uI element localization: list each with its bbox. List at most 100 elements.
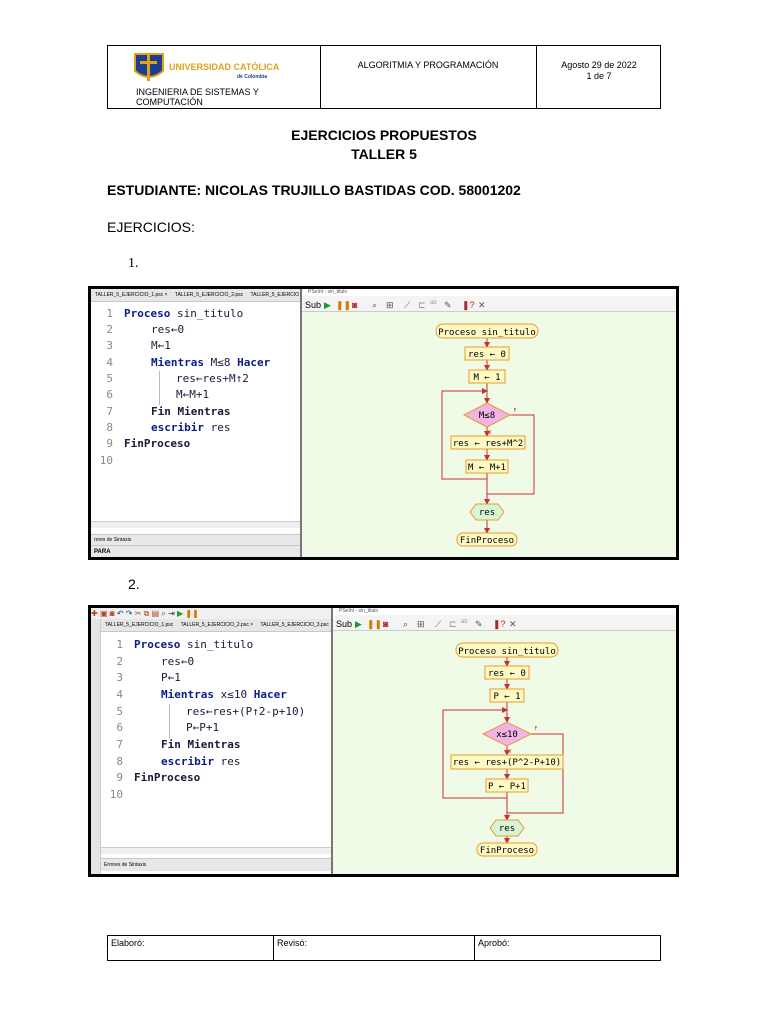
record-icon[interactable]: ◙ bbox=[383, 619, 389, 629]
line-number: 9 bbox=[116, 771, 123, 784]
line-number: 10 bbox=[109, 788, 123, 801]
tab-ejercicio-3[interactable]: TALLER_5_EJERCICIO_3.psc bbox=[260, 622, 329, 628]
tab-ejercicio-3[interactable]: TALLER_5_EJERCIO bbox=[250, 292, 300, 298]
code-line-9: FinProceso bbox=[134, 771, 201, 784]
new-file-icon[interactable]: ✚ bbox=[91, 609, 98, 618]
flow-start-1: Proceso sin_titulo bbox=[438, 328, 536, 338]
code-editor-2: ✚ ▣ ◙ ↶ ↷ ✂ ⧉ ▤ ⌕ ⇥ ▶ ❚❚ TALLER_5_EJERCI… bbox=[91, 608, 331, 874]
line-number: 5 bbox=[106, 372, 113, 385]
style-icon[interactable]: ⊏ bbox=[449, 619, 457, 629]
zoom-icon[interactable]: ⌕ bbox=[403, 619, 409, 629]
flow-assign-p-2: P ← 1 bbox=[493, 692, 520, 702]
code-line-8: escribir res bbox=[161, 755, 241, 768]
record-icon[interactable]: ◙ bbox=[352, 300, 358, 310]
editor-scrollbar-1[interactable] bbox=[91, 521, 300, 528]
help-icon[interactable]: ❚? bbox=[493, 619, 506, 629]
code-line-5: res←res+M↑2 bbox=[176, 372, 249, 385]
code-area-2[interactable]: 1 2 3 4 5 6 7 8 9 10 Proceso sin_titulo … bbox=[101, 638, 331, 838]
style-icon[interactable]: ⊏ bbox=[418, 300, 426, 310]
code-line-2: res←0 bbox=[151, 323, 185, 336]
code-line-3: M←1 bbox=[151, 339, 171, 352]
editor-tabs-1: TALLER_5_EJERCICIO_1.psc × TALLER_5_EJER… bbox=[91, 289, 300, 302]
university-logo: UNIVERSIDAD CATÓLICA de Colombia bbox=[134, 53, 280, 81]
exercise-number-2: 2. bbox=[128, 576, 140, 592]
tab-ejercicio-2[interactable]: TALLER_5_EJERCICIO_2.psc × bbox=[180, 622, 254, 628]
line-number: 2 bbox=[116, 655, 123, 668]
flow-body-2-2: P ← P+1 bbox=[488, 782, 526, 792]
line-number: 8 bbox=[106, 421, 113, 434]
code-line-2: res←0 bbox=[161, 655, 195, 668]
fit-icon[interactable]: ⊞ bbox=[386, 300, 394, 310]
editor-scrollbar-2[interactable] bbox=[101, 847, 331, 854]
close-icon[interactable]: ✕ bbox=[478, 300, 486, 310]
flowchart-toolbar-1: PSeInt - sin_titulo Sub ▶ ❚❚ ◙ ⌕ ⊞ ⟋ ⊏ a… bbox=[302, 289, 676, 312]
header-logo-cell: UNIVERSIDAD CATÓLICA de Colombia INGENIE… bbox=[108, 46, 321, 108]
cut-icon[interactable]: ✂ bbox=[134, 609, 142, 618]
editor-tabs-2: TALLER_5_EJERCICIO_1.psc TALLER_5_EJERCI… bbox=[101, 619, 331, 632]
flow-condition-1: M≤8 bbox=[479, 411, 495, 421]
tab-ejercicio-1[interactable]: TALLER_5_EJERCICIO_1.psc bbox=[105, 622, 174, 628]
zoom-icon[interactable]: ⌕ bbox=[372, 300, 378, 310]
code-line-3: P←1 bbox=[161, 671, 181, 684]
close-icon[interactable]: ✕ bbox=[509, 619, 517, 629]
code-line-6: P←P+1 bbox=[186, 721, 220, 734]
line-number: 3 bbox=[116, 671, 123, 684]
footer-aprobo: Aprobó: bbox=[478, 938, 510, 948]
flowchart-toolbar-2: PSeInt - sin_titulo Sub ▶ ❚❚ ◙ ⌕ ⊞ ⟋ ⊏ a… bbox=[333, 608, 676, 631]
sub-icon[interactable]: Sub bbox=[336, 619, 353, 629]
draw-icon[interactable]: ✎ bbox=[475, 619, 483, 629]
editor-toolbar-2: ✚ ▣ ◙ ↶ ↷ ✂ ⧉ ▤ ⌕ ⇥ ▶ ❚❚ bbox=[91, 608, 331, 619]
line-number: 9 bbox=[106, 437, 113, 450]
step-icon[interactable]: ❚❚ bbox=[336, 300, 352, 310]
undo-icon[interactable]: ↶ bbox=[116, 609, 124, 618]
run-icon[interactable]: ▶ bbox=[324, 300, 331, 310]
run-icon[interactable]: ▶ bbox=[355, 619, 362, 629]
flowchart-pane-1: PSeInt - sin_titulo Sub ▶ ❚❚ ◙ ⌕ ⊞ ⟋ ⊏ a… bbox=[302, 289, 676, 557]
step-icon[interactable]: ❚❚ bbox=[367, 619, 383, 629]
header-date-cell: Agosto 29 de 2022 1 de 7 bbox=[537, 46, 661, 108]
flow-end-2: FinProceso bbox=[480, 846, 534, 856]
layout-icon[interactable]: ⟋ bbox=[435, 619, 442, 629]
run-icon[interactable]: ▶ bbox=[177, 609, 184, 618]
fit-icon[interactable]: ⊞ bbox=[417, 619, 425, 629]
exercise-2-screenshot: ✚ ▣ ◙ ↶ ↷ ✂ ⧉ ▤ ⌕ ⇥ ▶ ❚❚ TALLER_5_EJERCI… bbox=[88, 605, 679, 877]
text-icon[interactable]: ab bbox=[430, 300, 437, 306]
tab-ejercicio-1[interactable]: TALLER_5_EJERCICIO_1.psc × bbox=[95, 292, 168, 298]
save-icon[interactable]: ◙ bbox=[109, 609, 115, 618]
course-name: ALGORITMIA Y PROGRAMACIÓN bbox=[320, 46, 537, 108]
paste-icon[interactable]: ▤ bbox=[151, 609, 160, 618]
flow-start-2: Proceso sin_titulo bbox=[458, 647, 556, 657]
student-line: ESTUDIANTE: NICOLAS TRUJILLO BASTIDAS CO… bbox=[107, 182, 521, 198]
code-line-7: Fin Mientras bbox=[161, 738, 241, 751]
line-number: 4 bbox=[106, 356, 113, 369]
exercise-number-1: 1. bbox=[128, 256, 139, 271]
exercises-heading: EJERCICIOS: bbox=[107, 219, 195, 235]
side-panel-2[interactable] bbox=[91, 619, 101, 874]
find-icon[interactable]: ⌕ bbox=[161, 609, 166, 618]
code-area-1[interactable]: 1 2 3 4 5 6 7 8 9 10 Proceso sin_titulo … bbox=[91, 307, 300, 527]
text-icon[interactable]: ab bbox=[461, 619, 468, 625]
help-icon[interactable]: ❚? bbox=[462, 300, 475, 310]
flow-false-label-1: F bbox=[513, 408, 516, 414]
code-line-7: Fin Mientras bbox=[151, 405, 231, 418]
footer-elaboro: Elaboró: bbox=[108, 936, 274, 960]
flowchart-2: Proceso sin_titulo res ← 0 P ← 1 x≤10 V … bbox=[442, 642, 564, 857]
tab-ejercicio-2[interactable]: TALLER_5_EJERCICIO_2.psc bbox=[174, 292, 244, 298]
line-number: 8 bbox=[116, 755, 123, 768]
open-icon[interactable]: ▣ bbox=[99, 609, 108, 618]
exercise-1-screenshot: TALLER_5_EJERCICIO_1.psc × TALLER_5_EJER… bbox=[88, 286, 679, 560]
line-number: 3 bbox=[106, 339, 113, 352]
line-number: 1 bbox=[106, 307, 113, 320]
draw-icon[interactable]: ✎ bbox=[444, 300, 452, 310]
flow-end-1: FinProceso bbox=[460, 536, 514, 546]
step-icon[interactable]: ❚❚ bbox=[185, 609, 199, 618]
code-line-4: Mientras x≤10 Hacer bbox=[161, 688, 287, 701]
layout-icon[interactable]: ⟋ bbox=[404, 300, 411, 310]
line-number: 6 bbox=[106, 388, 113, 401]
sub-icon[interactable]: Sub bbox=[305, 300, 322, 310]
indent-icon[interactable]: ⇥ bbox=[168, 609, 175, 618]
code-line-1: Proceso sin_titulo bbox=[134, 638, 254, 651]
copy-icon[interactable]: ⧉ bbox=[143, 609, 150, 618]
redo-icon[interactable]: ↷ bbox=[125, 609, 133, 618]
status-bar-1: PARA bbox=[91, 545, 300, 557]
